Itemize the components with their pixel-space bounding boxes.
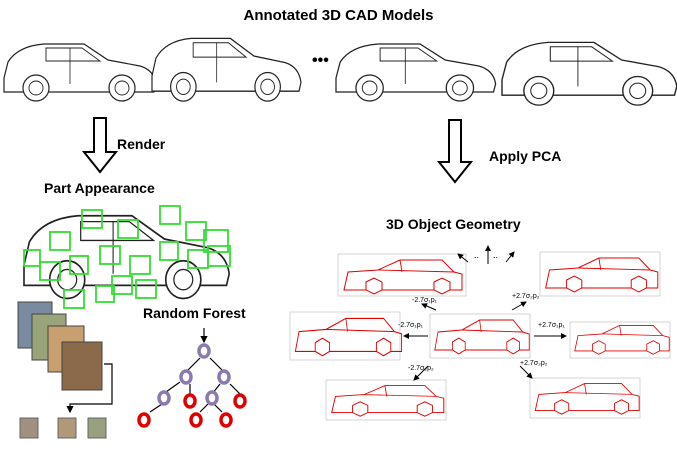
geom-car-top-left [337, 253, 467, 297]
geom-car-mid-right [569, 321, 671, 359]
coeff-bottom-right: +2.7σ₂p₂ [520, 360, 548, 367]
ellipsis: ••• [312, 52, 329, 69]
diagram-title: Annotated 3D CAD Models [243, 7, 434, 24]
coeff-top-left: -2.7σ₁p₁ [412, 297, 437, 304]
geom-car-top-right [539, 251, 661, 297]
cad-car-2 [151, 37, 302, 102]
part-appearance-car [23, 214, 231, 300]
part-appearance-label: Part Appearance [44, 180, 155, 196]
pca-arrow [436, 119, 474, 184]
object-geometry-label: 3D Object Geometry [386, 216, 521, 232]
random-forest-label: Random Forest [143, 305, 246, 321]
random-forest-tree [149, 328, 241, 413]
dots-left: .. [474, 250, 480, 260]
cad-car-4 [501, 41, 677, 106]
cad-car-3 [335, 43, 497, 102]
geom-car-bottom-right [529, 377, 641, 419]
dots-right: .. [493, 250, 499, 260]
geom-car-mid-left [289, 311, 403, 361]
coeff-mid-right: +2.7σ₁p₁ [538, 322, 565, 329]
cad-car-1 [3, 43, 157, 102]
part-boxes [23, 205, 231, 309]
photo-stack [17, 301, 103, 391]
geom-car-center [429, 313, 531, 359]
render-label: Render [117, 136, 166, 152]
patch-thumbnails [19, 417, 107, 439]
coeff-top-right: +2.7σ₂p₂ [512, 293, 540, 300]
render-arrow [81, 117, 119, 174]
apply-pca-label: Apply PCA [489, 148, 562, 164]
pca-arrows [403, 245, 567, 381]
forest-nodes [137, 343, 247, 428]
geom-car-bottom-left [325, 379, 447, 421]
coeff-bottom-left: -2.7σ₂p₂ [408, 365, 434, 372]
coeff-mid-left: -2.7σ₁p₁ [398, 322, 423, 329]
